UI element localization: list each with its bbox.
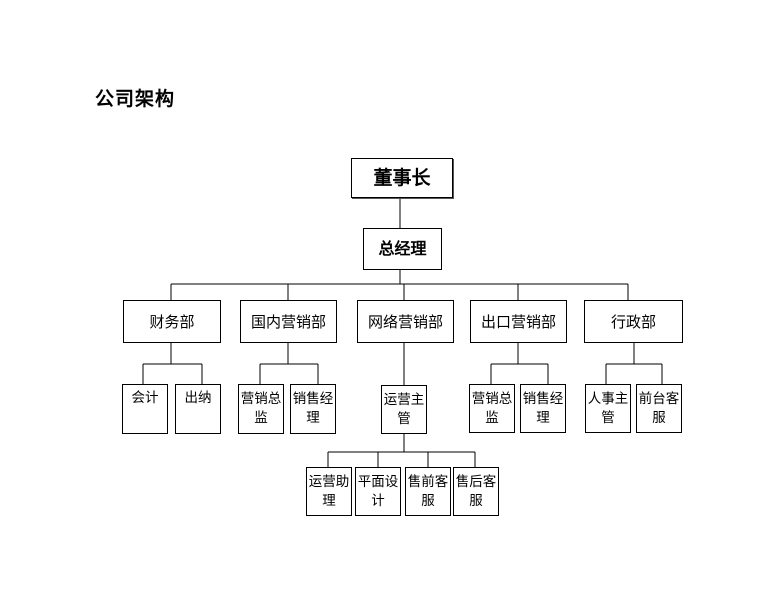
department-box-export-marketing: 出口营销部 bbox=[470, 300, 567, 343]
role-box-operations-supervisor: 运营主管 bbox=[381, 385, 427, 434]
role-box-export-marketing-director: 营销总监 bbox=[469, 384, 515, 433]
department-box-administration: 行政部 bbox=[584, 300, 683, 343]
role-box-front-desk-service: 前台客服 bbox=[636, 384, 682, 433]
department-box-domestic-marketing: 国内营销部 bbox=[240, 300, 337, 343]
role-box-operations-assistant: 运营助理 bbox=[306, 467, 352, 516]
role-box-presales-service: 售前客服 bbox=[405, 467, 451, 516]
role-box-export-sales-manager: 销售经理 bbox=[520, 384, 566, 433]
role-box-cashier: 出纳 bbox=[175, 384, 221, 434]
department-box-online-marketing: 网络营销部 bbox=[357, 300, 454, 343]
general-manager-box: 总经理 bbox=[363, 228, 442, 270]
page-title: 公司架构 bbox=[95, 88, 176, 110]
role-box-accountant: 会计 bbox=[122, 384, 168, 434]
role-box-domestic-marketing-director: 营销总监 bbox=[238, 384, 284, 434]
department-box-finance: 财务部 bbox=[123, 300, 221, 343]
role-box-hr-supervisor: 人事主管 bbox=[585, 384, 631, 433]
role-box-aftersales-service: 售后客服 bbox=[453, 467, 499, 516]
chairman-box: 董事长 bbox=[351, 158, 453, 198]
role-box-domestic-sales-manager: 销售经理 bbox=[290, 384, 336, 434]
role-box-graphic-design: 平面设计 bbox=[355, 467, 401, 516]
